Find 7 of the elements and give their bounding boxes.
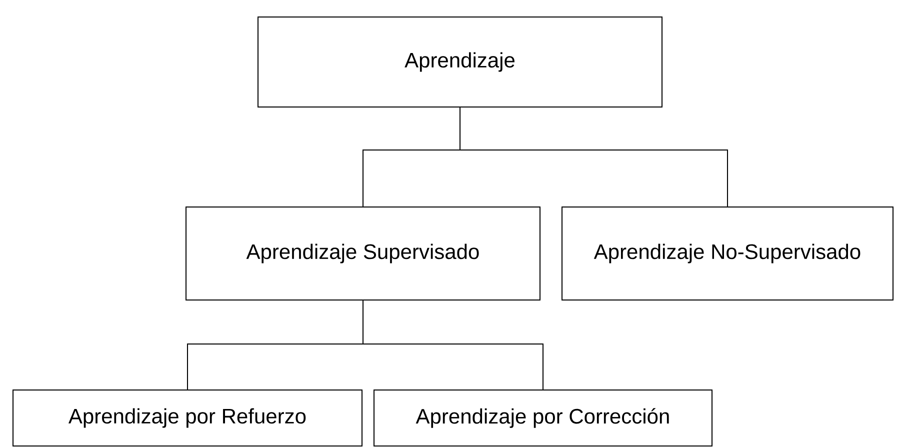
connector-line [460,107,728,207]
connector-line [362,300,544,390]
process-box: Aprendizaje por Corrección [374,390,712,446]
process-box: Aprendizaje por Refuerzo [12,390,362,446]
process-box: Aprendizaje Supervisado [186,206,540,300]
process-box: Aprendizaje No-Supervisado [562,206,894,300]
process-box: Aprendizaje [258,16,662,108]
